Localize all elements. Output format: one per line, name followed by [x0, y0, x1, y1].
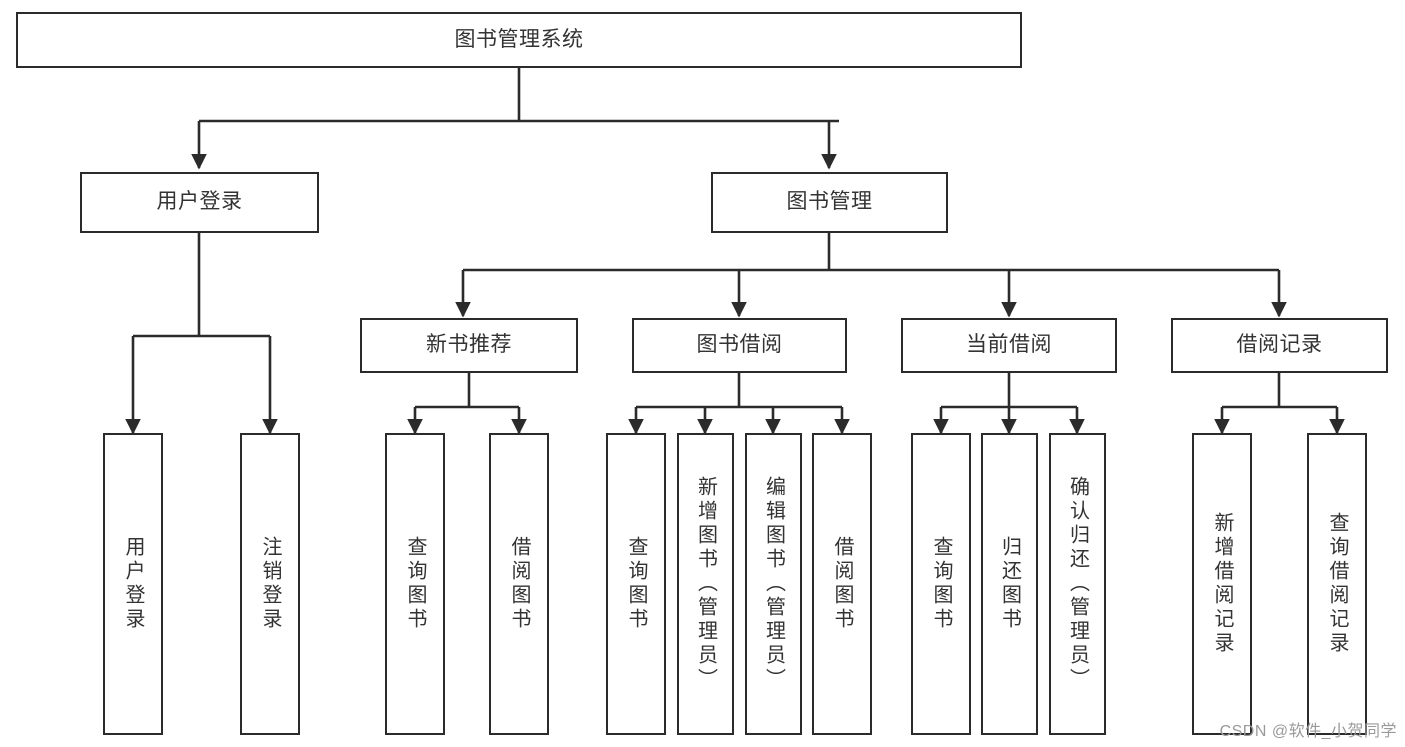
node-new-book-recommend[interactable]: 新书推荐 [360, 318, 578, 373]
node-leaf-add-book[interactable]: 新增图书（管理员） [677, 433, 734, 735]
node-borrow-record-label: 借阅记录 [1236, 333, 1323, 357]
node-leaf-user-login-label: 用户登录 [122, 536, 144, 632]
node-leaf-return-book-label: 归还图书 [998, 536, 1021, 632]
node-root[interactable]: 图书管理系统 [16, 12, 1022, 68]
node-leaf-confirm-return-label: 确认归还（管理员） [1066, 476, 1089, 692]
node-leaf-borrow-book-2[interactable]: 借阅图书 [812, 433, 872, 735]
node-leaf-query-book-1-label: 查询图书 [404, 536, 426, 632]
node-leaf-edit-book[interactable]: 编辑图书（管理员） [745, 433, 802, 735]
node-book-manage[interactable]: 图书管理 [711, 172, 948, 233]
node-leaf-borrow-book-2-label: 借阅图书 [831, 536, 853, 632]
node-new-book-recommend-label: 新书推荐 [426, 333, 512, 357]
node-leaf-query-book-2[interactable]: 查询图书 [606, 433, 666, 735]
node-user-login-label: 用户登录 [156, 190, 243, 214]
node-leaf-logout-login-label: 注销登录 [259, 536, 281, 632]
node-leaf-add-record[interactable]: 新增借阅记录 [1192, 433, 1252, 735]
node-leaf-query-book-1[interactable]: 查询图书 [385, 433, 445, 735]
node-leaf-query-book-3[interactable]: 查询图书 [911, 433, 971, 735]
node-book-manage-label: 图书管理 [786, 190, 873, 214]
node-leaf-confirm-return[interactable]: 确认归还（管理员） [1049, 433, 1106, 735]
node-current-borrow[interactable]: 当前借阅 [901, 318, 1117, 373]
node-leaf-add-book-label: 新增图书（管理员） [694, 476, 717, 692]
node-current-borrow-label: 当前借阅 [966, 333, 1052, 357]
node-leaf-query-record[interactable]: 查询借阅记录 [1307, 433, 1367, 735]
node-book-borrow-label: 图书借阅 [696, 333, 783, 357]
node-leaf-edit-book-label: 编辑图书（管理员） [762, 476, 785, 692]
node-leaf-return-book[interactable]: 归还图书 [981, 433, 1038, 735]
node-leaf-query-record-label: 查询借阅记录 [1326, 512, 1348, 656]
node-borrow-record[interactable]: 借阅记录 [1171, 318, 1388, 373]
node-leaf-borrow-book-1[interactable]: 借阅图书 [489, 433, 549, 735]
node-root-label: 图书管理系统 [454, 27, 584, 51]
node-leaf-add-record-label: 新增借阅记录 [1211, 512, 1233, 656]
node-leaf-logout-login[interactable]: 注销登录 [240, 433, 300, 735]
node-leaf-user-login[interactable]: 用户登录 [103, 433, 163, 735]
watermark-text: CSDN @软件_小贺同学 [1219, 723, 1397, 740]
node-leaf-borrow-book-1-label: 借阅图书 [508, 536, 530, 632]
node-leaf-query-book-3-label: 查询图书 [930, 536, 952, 632]
node-user-login[interactable]: 用户登录 [80, 172, 319, 233]
node-leaf-query-book-2-label: 查询图书 [625, 536, 647, 632]
node-book-borrow[interactable]: 图书借阅 [632, 318, 847, 373]
